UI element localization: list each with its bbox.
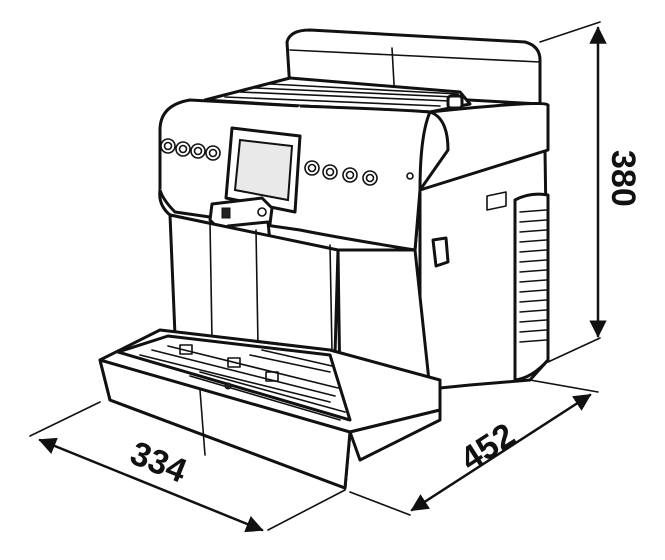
height-label: 380 [604, 150, 642, 207]
depth-dimension [349, 379, 599, 516]
height-dimension [539, 21, 607, 363]
depth-label: 452 [454, 416, 522, 479]
width-dimension [29, 401, 346, 533]
width-label: 334 [125, 434, 192, 491]
espresso-machine-icon [98, 28, 550, 490]
